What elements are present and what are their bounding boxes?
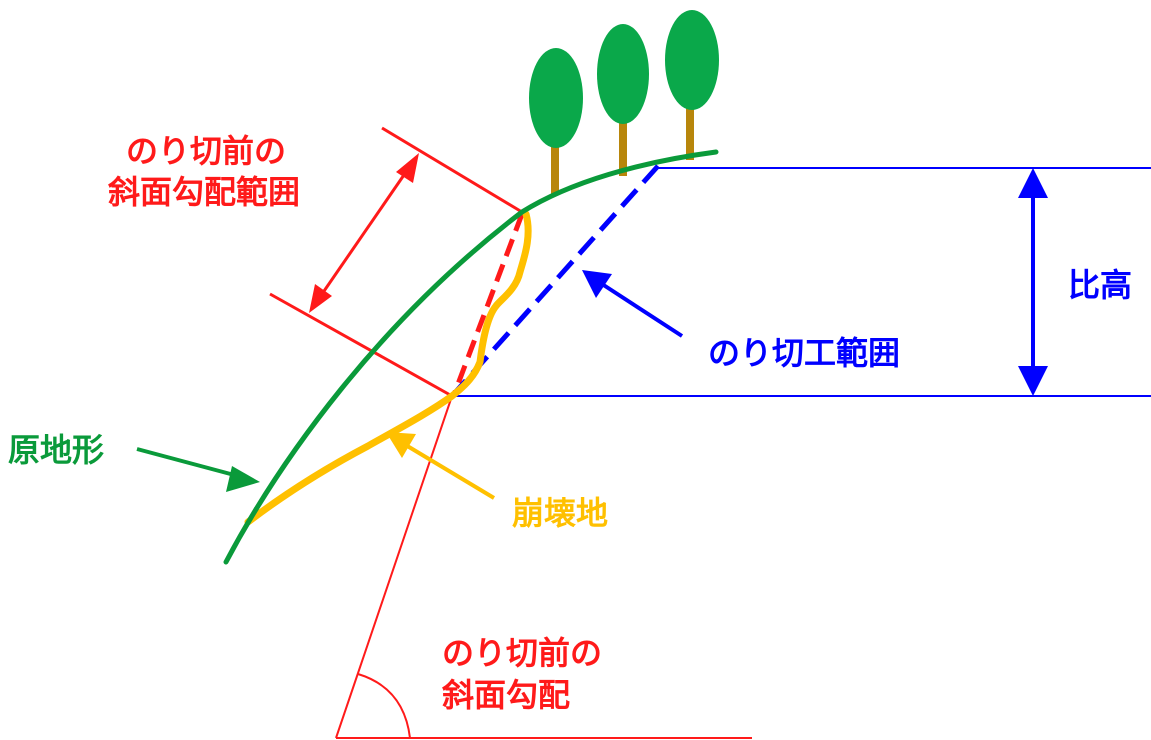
slope-angle-label-line1: のり切前の	[442, 634, 602, 672]
slope-range-bracket	[269, 126, 523, 398]
cut-range-dashed	[450, 164, 660, 398]
tree-trunk	[551, 128, 559, 194]
collapse-outline	[244, 210, 532, 526]
slope-range-label-line1: のり切前の	[126, 132, 286, 170]
tree-foliage	[529, 48, 583, 148]
tree-3	[665, 10, 719, 160]
slope-range-label-line2: 斜面勾配範囲	[108, 173, 300, 211]
tree-trunk	[619, 108, 627, 176]
tree-1	[529, 48, 583, 194]
cut-range-pointer	[582, 270, 684, 338]
cut-range-label: のり切工範囲	[708, 334, 900, 372]
collapse-site-label: 崩壊地	[512, 494, 608, 532]
original-terrain-label: 原地形	[8, 431, 104, 469]
relative-height-arrow	[1018, 168, 1048, 396]
slope-angle-arc	[357, 673, 411, 739]
slope-range-bottom-line	[269, 292, 453, 398]
collapse-pointer	[386, 432, 496, 500]
tree-trunk	[686, 90, 694, 160]
tree-foliage	[665, 10, 719, 110]
pre-cut-slope-extension	[335, 395, 453, 739]
slope-range-arrow	[309, 153, 419, 313]
slope-angle-label-line2: 斜面勾配	[442, 676, 570, 714]
original-terrain-line	[223, 149, 719, 565]
relative-height-label: 比高	[1068, 266, 1132, 304]
pre-cut-slope-dashed	[452, 213, 525, 393]
terrain-pointer	[136, 447, 260, 492]
tree-foliage	[597, 24, 649, 124]
slope-range-top-line	[381, 126, 523, 214]
tree-2	[597, 24, 649, 176]
trees	[529, 10, 719, 194]
